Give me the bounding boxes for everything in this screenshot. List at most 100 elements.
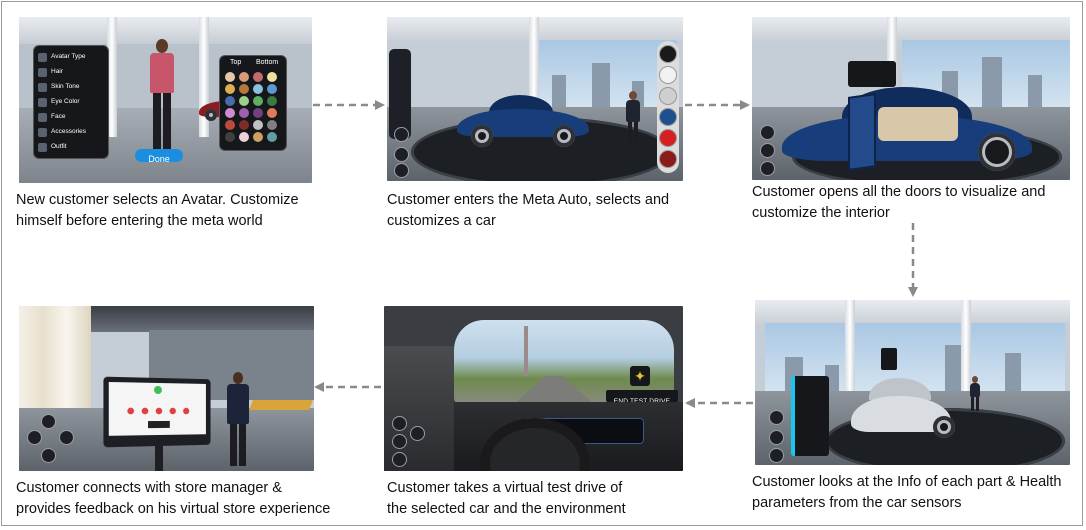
- menu-icon[interactable]: [769, 448, 784, 463]
- step4-caption-line2: parameters from the car sensors: [752, 495, 962, 511]
- color-swatch-grid: [225, 72, 283, 146]
- city-building: [552, 75, 566, 116]
- step3-image: [752, 17, 1070, 180]
- car-color-option[interactable]: [660, 109, 676, 125]
- color-swatch[interactable]: [239, 96, 249, 106]
- step2-image: [387, 17, 683, 181]
- avatar-menu-item[interactable]: Face: [38, 112, 104, 124]
- color-swatch[interactable]: [239, 108, 249, 118]
- step5-caption-line1: Customer takes a virtual test drive of: [387, 480, 623, 496]
- check-icon: [154, 385, 162, 395]
- city-building: [1028, 74, 1042, 115]
- step2-caption: Customer enters the Meta Auto, selects a…: [387, 190, 697, 232]
- car-color-option[interactable]: [660, 46, 676, 62]
- menu-icon[interactable]: [41, 448, 56, 463]
- menu-icon[interactable]: [392, 434, 407, 449]
- feedback-screen: [108, 381, 206, 436]
- menu-icon[interactable]: [769, 410, 784, 425]
- open-door: [848, 93, 876, 171]
- avatar-menu-item[interactable]: Hair: [38, 67, 104, 79]
- customize-toolbar: [389, 49, 411, 139]
- color-swatch[interactable]: [225, 108, 235, 118]
- avatar-menu-item[interactable]: Skin Tone: [38, 82, 104, 94]
- avatar-menu-item[interactable]: Outfit: [38, 142, 104, 154]
- color-swatch[interactable]: [239, 72, 249, 82]
- color-swatch[interactable]: [267, 84, 277, 94]
- step3-caption-line1: Customer opens all the doors to visualiz…: [752, 184, 1046, 200]
- color-swatch[interactable]: [253, 108, 263, 118]
- menu-icon[interactable]: [760, 125, 775, 140]
- menu-icon[interactable]: [392, 452, 407, 467]
- color-swatch[interactable]: [239, 120, 249, 130]
- color-swatch[interactable]: [267, 72, 277, 82]
- color-swatch[interactable]: [253, 96, 263, 106]
- color-swatch[interactable]: [253, 72, 263, 82]
- car-color-option[interactable]: [660, 88, 676, 104]
- menu-icon[interactable]: [760, 143, 775, 158]
- color-swatch[interactable]: [225, 72, 235, 82]
- step6-caption: Customer connects with store manager & p…: [16, 478, 361, 520]
- step4-image: [755, 300, 1070, 465]
- showroom-ceiling: [755, 300, 1070, 327]
- color-swatch[interactable]: [225, 120, 235, 130]
- color-swatch[interactable]: [253, 132, 263, 142]
- color-swatch[interactable]: [253, 120, 263, 130]
- rating-options[interactable]: [123, 406, 195, 416]
- menu-item-icon: [38, 98, 47, 107]
- tab-bottom[interactable]: Bottom: [256, 59, 279, 66]
- avatar-menu-item-label: Accessories: [51, 128, 87, 135]
- car-color-option[interactable]: [660, 67, 676, 83]
- menu-item-icon: [38, 128, 47, 137]
- color-swatch[interactable]: [267, 96, 277, 106]
- door-panel: [384, 346, 454, 471]
- color-swatch[interactable]: [239, 84, 249, 94]
- avatar-menu-item[interactable]: Eye Color: [38, 97, 104, 109]
- color-swatch[interactable]: [225, 84, 235, 94]
- avatar-menu-item[interactable]: Accessories: [38, 127, 104, 139]
- blue-car-doors-open: [782, 81, 1032, 173]
- pillar: [199, 17, 209, 137]
- step1-caption: New customer selects an Avatar. Customiz…: [16, 190, 316, 232]
- step1-caption-line2: himself before entering the meta world: [16, 213, 263, 229]
- menu-icon[interactable]: [392, 416, 407, 431]
- car-color-picker: [657, 41, 679, 173]
- color-swatch[interactable]: [253, 84, 263, 94]
- color-swatch[interactable]: [267, 120, 277, 130]
- menu-icon[interactable]: [769, 430, 784, 445]
- menu-icon[interactable]: [394, 163, 409, 178]
- end-test-drive-button[interactable]: END TEST DRIVE: [606, 390, 678, 405]
- menu-icon[interactable]: [394, 147, 409, 162]
- color-swatch[interactable]: [267, 132, 277, 142]
- avatar-menu-item-label: Face: [51, 113, 66, 120]
- step4-caption: Customer looks at the Info of each part …: [752, 472, 1082, 514]
- submit-button[interactable]: [148, 420, 170, 429]
- city-building: [1005, 353, 1021, 399]
- step2-caption-line2: customizes a car: [387, 213, 496, 229]
- color-swatch[interactable]: [239, 132, 249, 142]
- showroom-ceiling: [19, 17, 312, 44]
- menu-icon[interactable]: [394, 127, 409, 142]
- color-swatch[interactable]: [225, 132, 235, 142]
- end-test-drive-label: END TEST DRIVE: [614, 398, 670, 405]
- color-swatch[interactable]: [225, 96, 235, 106]
- car-color-option[interactable]: [660, 130, 676, 146]
- step4-caption-line1: Customer looks at the Info of each part …: [752, 474, 1062, 490]
- store-manager-avatar: [225, 372, 251, 468]
- car-color-option[interactable]: [660, 151, 676, 167]
- step5-caption: Customer takes a virtual test drive of t…: [387, 478, 697, 520]
- menu-icon[interactable]: [410, 426, 425, 441]
- pillar: [107, 17, 117, 137]
- menu-icon[interactable]: [41, 414, 56, 429]
- menu-icon[interactable]: [27, 430, 42, 445]
- sensor-info-panel: [791, 376, 829, 456]
- menu-icon[interactable]: [760, 161, 775, 176]
- tab-top[interactable]: Top: [230, 59, 242, 66]
- step2-caption-line1: Customer enters the Meta Auto, selects a…: [387, 192, 670, 208]
- done-button[interactable]: Done: [135, 149, 183, 164]
- avatar-menu-item[interactable]: Avatar Type: [38, 52, 104, 64]
- menu-icon[interactable]: [59, 430, 74, 445]
- feedback-kiosk: [103, 376, 211, 448]
- color-swatch[interactable]: [267, 108, 277, 118]
